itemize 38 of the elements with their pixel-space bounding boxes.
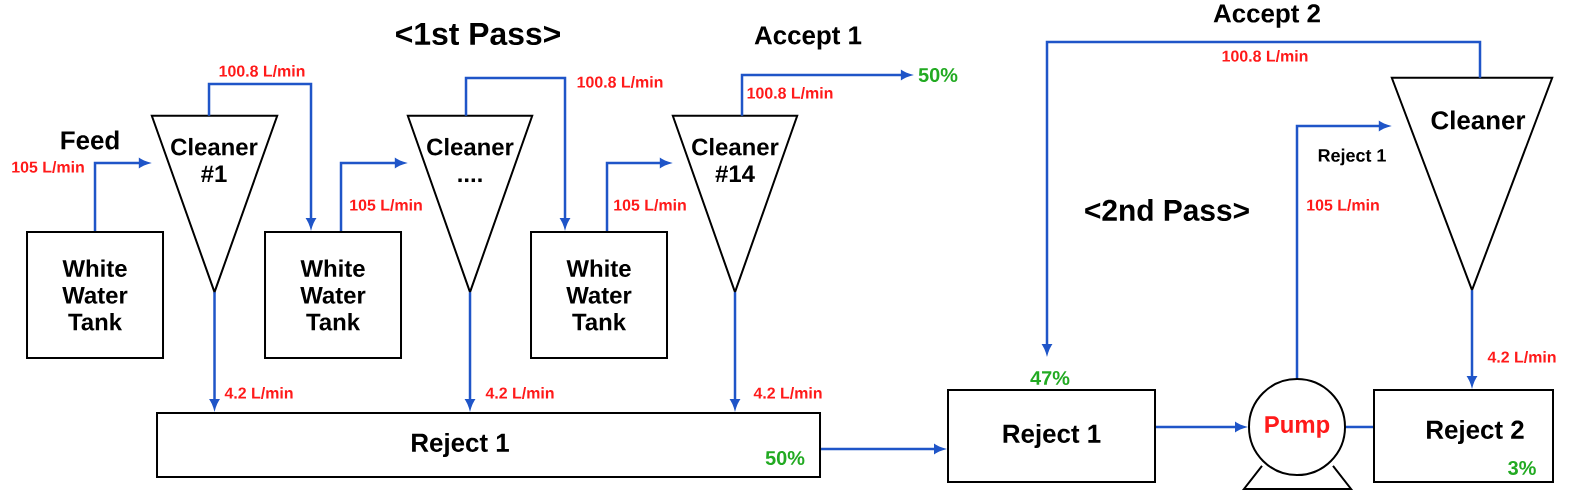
flow-rate-label: 4.2 L/min — [1486, 350, 1558, 364]
stream-label: Feed — [61, 130, 119, 150]
percentage-label: 50% — [765, 450, 805, 466]
percentage-label: 50% — [918, 67, 958, 83]
reject-box: Reject 2 3% — [1373, 389, 1554, 483]
reject-box: Reject 1 47% — [947, 371, 1156, 483]
flow-rate-label: 100.8 L/min — [575, 75, 665, 89]
flow-rate-label: 105 L/min — [10, 160, 86, 174]
percentage-label: 3% — [1508, 460, 1536, 476]
flow-rate-label: 4.2 L/min — [752, 386, 824, 400]
flow-rate-label: 105 L/min — [1305, 198, 1381, 212]
heading: <1st Pass> — [396, 22, 560, 46]
flow-arrow — [740, 70, 911, 116]
flow-arrow — [730, 292, 740, 409]
tank-box: White Water Tank — [264, 231, 402, 359]
flow-rate-label: 100.8 L/min — [1220, 49, 1310, 63]
flow-arrow — [1295, 121, 1389, 378]
flow-arrow — [464, 76, 570, 228]
percentage-label: 47% — [1030, 371, 1070, 385]
flow-arrow — [465, 292, 475, 409]
tank-box: White Water Tank — [530, 231, 668, 359]
flow-arrow — [1042, 40, 1482, 354]
heading: Accept 2 — [1213, 4, 1320, 28]
flow-arrow — [605, 158, 670, 231]
heading: <2nd Pass> — [1085, 199, 1249, 221]
flow-arrow — [1467, 290, 1477, 386]
flow-rate-label: 4.2 L/min — [484, 386, 556, 400]
flow-arrow — [207, 82, 316, 228]
flow-arrow — [339, 158, 405, 231]
flow-rate-label: 100.8 L/min — [745, 86, 835, 100]
flow-arrow — [93, 158, 149, 231]
flow-arrow — [1156, 422, 1245, 432]
flow-rate-label: 4.2 L/min — [223, 386, 295, 400]
reject-box: Reject 1 50% — [156, 412, 821, 478]
flow-arrow — [821, 444, 944, 454]
heading: Accept 1 — [754, 26, 862, 50]
tank-box: White Water Tank — [26, 231, 164, 359]
flow-rate-label: 100.8 L/min — [217, 64, 307, 78]
